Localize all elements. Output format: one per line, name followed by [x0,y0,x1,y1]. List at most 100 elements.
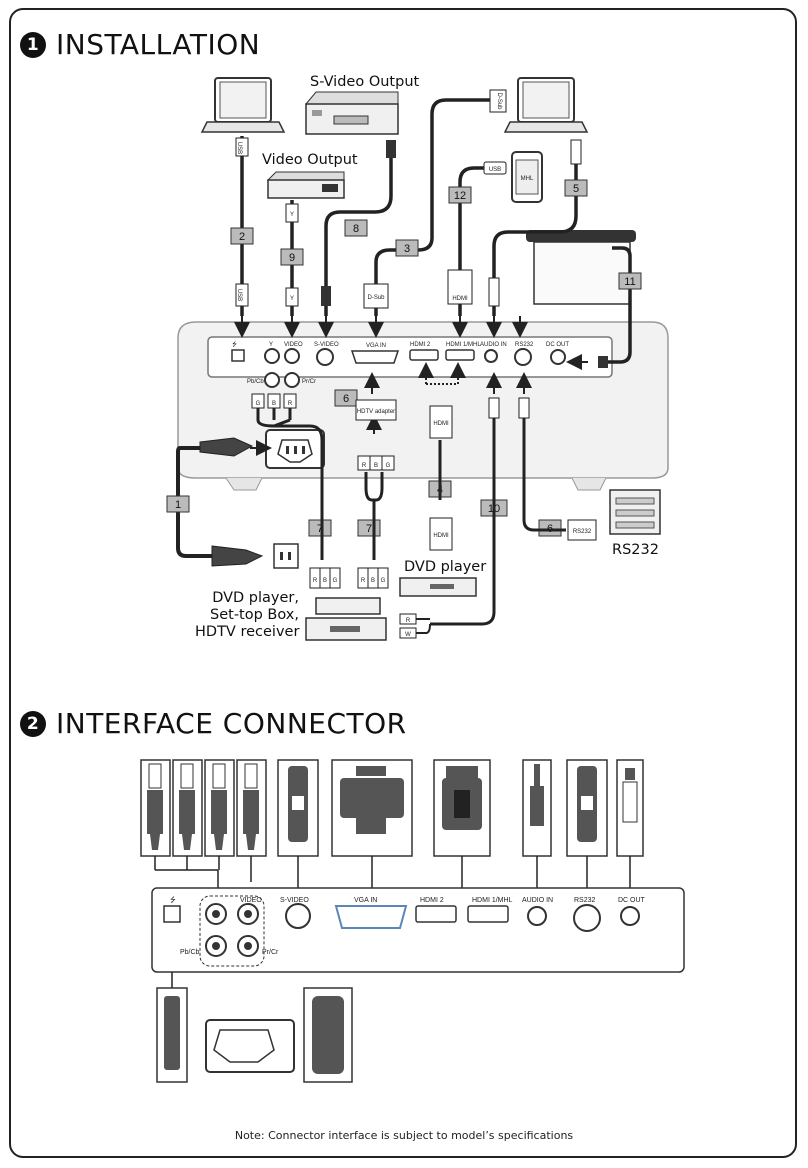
dsub-plug-top [489,89,507,113]
svideo-plug-top [386,140,396,158]
svg-text:G: G [333,578,338,584]
usb-connector-icon [156,987,188,1083]
svideo-port-icon [316,348,334,366]
laptop-left-icon [200,77,286,133]
cable-number-tags: 2 9 8 3 12 5 11 1 6 7 7 4 10 6 [166,179,642,537]
cable-tag: 1 [166,495,190,513]
hdmi-connector-icon [433,759,491,857]
rs232-connector-icon [566,759,608,857]
power-cord-connector-icon [303,987,353,1083]
svg-text:R: R [361,578,366,584]
cable-3-vga [374,98,490,316]
svg-text:RS232: RS232 [573,529,592,535]
panel-vga-label: VGA IN [366,343,386,349]
svideo-output-device-icon [304,91,399,135]
interface-title: INTERFACE CONNECTOR [56,707,407,740]
interface-panel: ⭍ VIDEO S-VIDEO VGA IN HDMI 2 HDMI 1/MHL… [151,887,685,973]
panel-hdmi2-label: HDMI 2 [420,897,444,904]
panel-usb-label: ⭍ [170,896,176,904]
usb-plug-top [235,137,249,157]
rca-connector-icon [204,759,235,857]
svg-text:D-Sub: D-Sub [367,295,385,301]
cable-tag: 12 [448,186,472,204]
svg-text:B: B [272,401,276,407]
cable-tag: 7 [308,519,332,537]
panel-video-label: VIDEO [284,342,303,348]
usb-plug-phone [483,161,507,175]
svg-text:B: B [323,578,327,584]
rca-connector-icon [172,759,203,857]
svg-text:2: 2 [239,231,245,243]
audio-in-port-icon [527,906,547,926]
panel-hdmi1-label: HDMI 1/MHL [472,897,513,904]
cable-11-dcout [602,246,632,364]
vga-connector-icon [331,759,413,857]
svg-text:G: G [256,401,261,407]
svg-text:7: 7 [366,523,372,535]
audio-in-port-icon [484,349,498,363]
svg-text:R: R [288,401,293,407]
hdmi-plug-12 [447,269,473,305]
cable-5-audio [492,140,578,316]
audio-plug-bottom [488,277,500,307]
video-output-label: Video Output [262,152,358,168]
hdmi1-port-icon [445,349,475,361]
svg-text:5: 5 [573,183,579,195]
rs232-port-icon [514,348,532,366]
mobile-phone-icon: MHL [511,151,543,203]
dvd-settop-label-1: DVD player, [212,590,299,606]
page-frame [9,8,797,1158]
panel-audio-label: AUDIO IN [480,342,507,348]
panel-pbcb-label: Pb/Cb [180,949,200,956]
power-inlet-icon [205,1019,295,1073]
svg-text:Y: Y [290,212,294,218]
svg-text:R: R [406,618,411,624]
video-port-icon [284,348,300,364]
svideo-output-label: S-Video Output [310,74,420,90]
cable-tag: 6 [334,389,358,407]
svg-text:11: 11 [624,276,635,288]
panel-vga-label: VGA IN [354,897,377,904]
hdmi2-port-icon [409,349,439,361]
svideo-plug-bottom [321,286,331,306]
cable-12-hdmi [458,166,490,316]
dc-connector-icon [616,759,644,857]
footnote: Note: Connector interface is subject to … [234,1129,574,1142]
svg-text:12: 12 [454,190,466,202]
rs232-port-icon [573,904,601,932]
vga-port-icon [350,350,400,364]
panel-dcout-label: DC OUT [546,342,569,348]
svg-text:R: R [313,578,318,584]
usb-port-icon [231,349,245,362]
svg-text:6: 6 [343,393,349,405]
cable-tag: 3 [395,239,419,257]
section-number-badge: 2 [20,710,46,737]
rca-plug-y-bottom [285,287,299,307]
svg-text:HDTV adapter: HDTV adapter [357,409,395,415]
cable-tag: 9 [280,248,304,266]
projection-screen-icon [526,230,636,305]
power-socket-icon [265,429,325,469]
svg-text:7: 7 [317,523,323,535]
panel-y-label: Y [269,342,273,348]
installation-heading: 1 INSTALLATION [20,28,260,61]
svg-text:HDMI: HDMI [452,296,468,302]
rca-plug-y-top [285,203,299,223]
phone-mhl-label: MHL [521,176,534,182]
panel-video-label: VIDEO [240,897,262,904]
rca-connector-icon [236,759,267,857]
usb-plug-bottom [235,283,249,307]
svg-text:B: B [374,463,378,469]
audio-plug-top [570,139,582,165]
cable-tag: 7 [357,519,381,537]
panel-prcr-label: Pr/Cr [262,949,279,956]
rs232-device-label: RS232 [612,542,659,558]
cable-tag: 6 [538,519,562,537]
panel-svideo-label: S-VIDEO [314,342,339,348]
dvd-player-device-icon [399,577,477,597]
panel-hdmi2-label: HDMI 2 [410,342,431,348]
audio-plug-10 [488,397,500,419]
svg-text:USB: USB [489,167,501,173]
rs232-device-icon [609,489,661,535]
